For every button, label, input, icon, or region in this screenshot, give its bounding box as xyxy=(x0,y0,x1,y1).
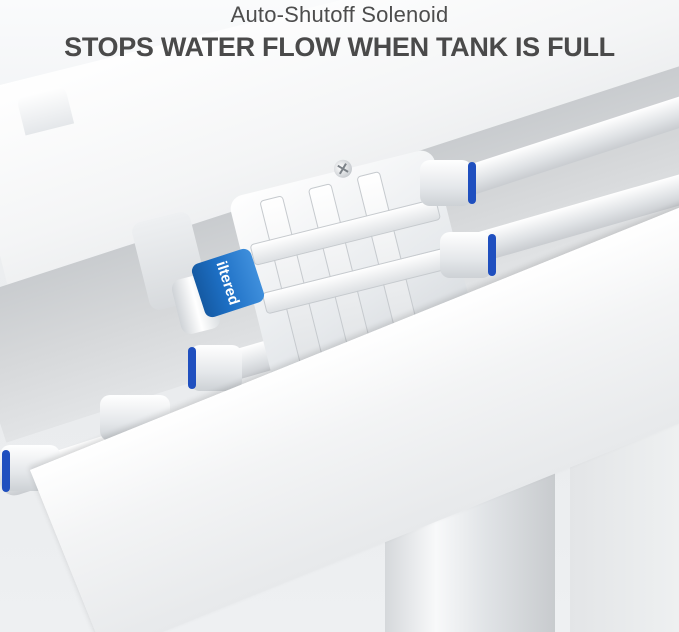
headline: STOPS WATER FLOW WHEN TANK IS FULL xyxy=(64,32,615,62)
fitting-ring xyxy=(488,234,496,276)
fitting-ring xyxy=(468,162,476,204)
fitting-ring xyxy=(188,347,196,389)
quick-connect-fitting xyxy=(420,160,472,206)
quick-connect-fitting xyxy=(440,232,492,278)
subtitle: Auto-Shutoff Solenoid xyxy=(230,2,449,27)
caption: Auto-Shutoff Solenoid STOPS WATER FLOW W… xyxy=(0,0,679,63)
fitting-ring xyxy=(2,450,10,492)
filtered-label-text: iltered xyxy=(212,258,244,308)
quick-connect-fitting xyxy=(190,345,242,391)
